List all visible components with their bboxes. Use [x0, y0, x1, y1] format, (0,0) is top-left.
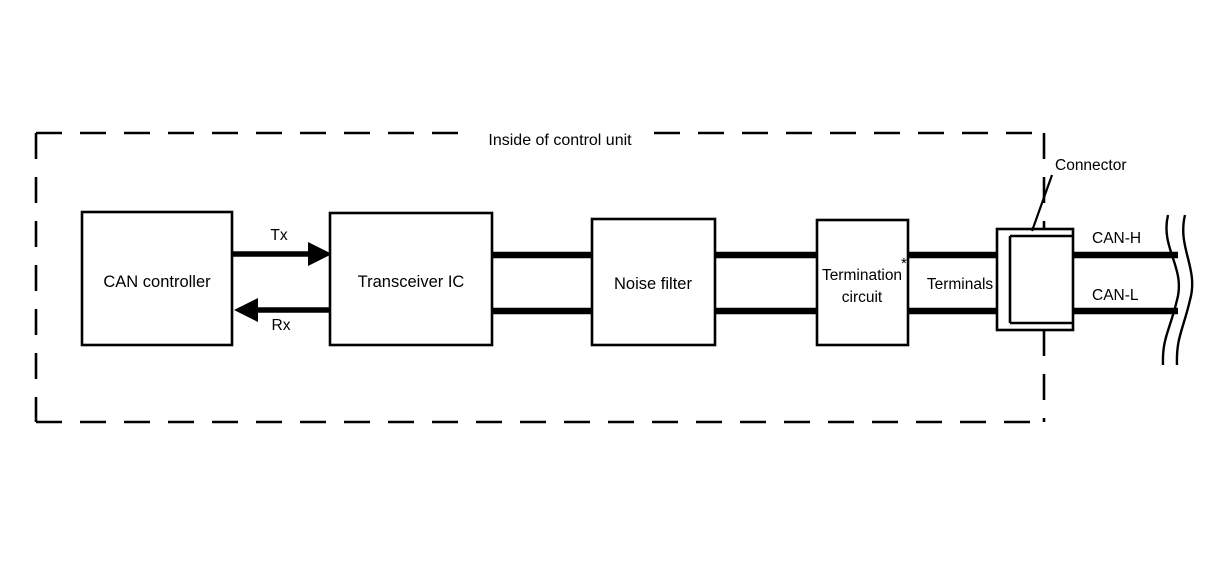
termination-circuit-box[interactable]: [815, 218, 910, 347]
rx-signal-arrow: [234, 298, 330, 322]
block-noise-filter[interactable]: Noise filter: [590, 217, 717, 347]
cable-break-wave-left: [1161, 214, 1180, 366]
tx-label: Tx: [270, 227, 287, 244]
cable-break-wave-right: [1175, 214, 1194, 366]
can-controller-label: CAN controller: [103, 273, 211, 291]
connector-label: Connector: [1055, 157, 1127, 174]
can-l-label: CAN-L: [1092, 287, 1139, 304]
tx-signal-arrow: [232, 242, 332, 266]
noise-filter-box[interactable]: [590, 217, 717, 347]
connector-leader-line: [1030, 174, 1054, 232]
cable-break-symbol: [1161, 214, 1194, 366]
termination-circuit-label-line2: circuit: [842, 289, 883, 306]
termination-circuit-label-line1: Termination: [822, 267, 902, 284]
terminals-label: Terminals: [927, 276, 994, 293]
termination-footnote-asterisk: *: [901, 255, 907, 272]
bus-lines-group: [492, 251, 1178, 315]
block-termination-circuit[interactable]: Termination * circuit: [815, 218, 910, 347]
transceiver-ic-label: Transceiver IC: [358, 273, 465, 291]
block-can-controller[interactable]: CAN controller: [80, 210, 234, 347]
block-transceiver-ic[interactable]: Transceiver IC: [328, 211, 494, 347]
rx-label: Rx: [272, 317, 291, 334]
transceiver-ic-box[interactable]: [328, 211, 494, 347]
rx-arrow-head: [234, 298, 258, 322]
boundary-label: Inside of control unit: [488, 132, 632, 149]
block-connector[interactable]: [995, 227, 1075, 332]
can-h-label: CAN-H: [1092, 230, 1141, 247]
tx-arrow-head: [308, 242, 332, 266]
noise-filter-label: Noise filter: [614, 275, 692, 293]
can-controller-box[interactable]: [80, 210, 234, 347]
control-unit-boundary: [34, 131, 1046, 424]
connector-box[interactable]: [995, 227, 1075, 332]
